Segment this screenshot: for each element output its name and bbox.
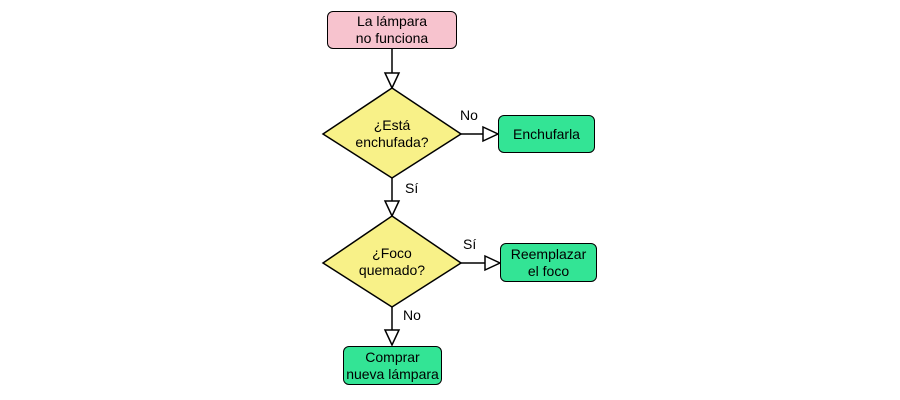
edge-label-plugged-yes: Sí [405,180,419,196]
action-plug-node: Enchufarla [498,115,595,153]
decision-plugged-label: ¿Está enchufada? [355,117,429,150]
decision-bulb-label: ¿Foco quemado? [358,245,426,278]
arrowhead-enchufarla [482,125,500,143]
start-node: La lámpara no funciona [327,11,457,49]
arrowhead-plugged [383,72,401,90]
edge-label-bulb-no: No [403,307,421,323]
edge-label-bulb-yes: Sí [463,236,477,252]
arrowhead-replace [484,254,502,272]
edge-label-plugged-no: No [460,107,478,123]
action-buy-node: Comprar nueva lámpara [343,346,442,385]
arrowhead-bulb [383,200,401,218]
action-replace-node: Reemplazar el foco [500,243,597,282]
arrowhead-buy [383,329,401,347]
